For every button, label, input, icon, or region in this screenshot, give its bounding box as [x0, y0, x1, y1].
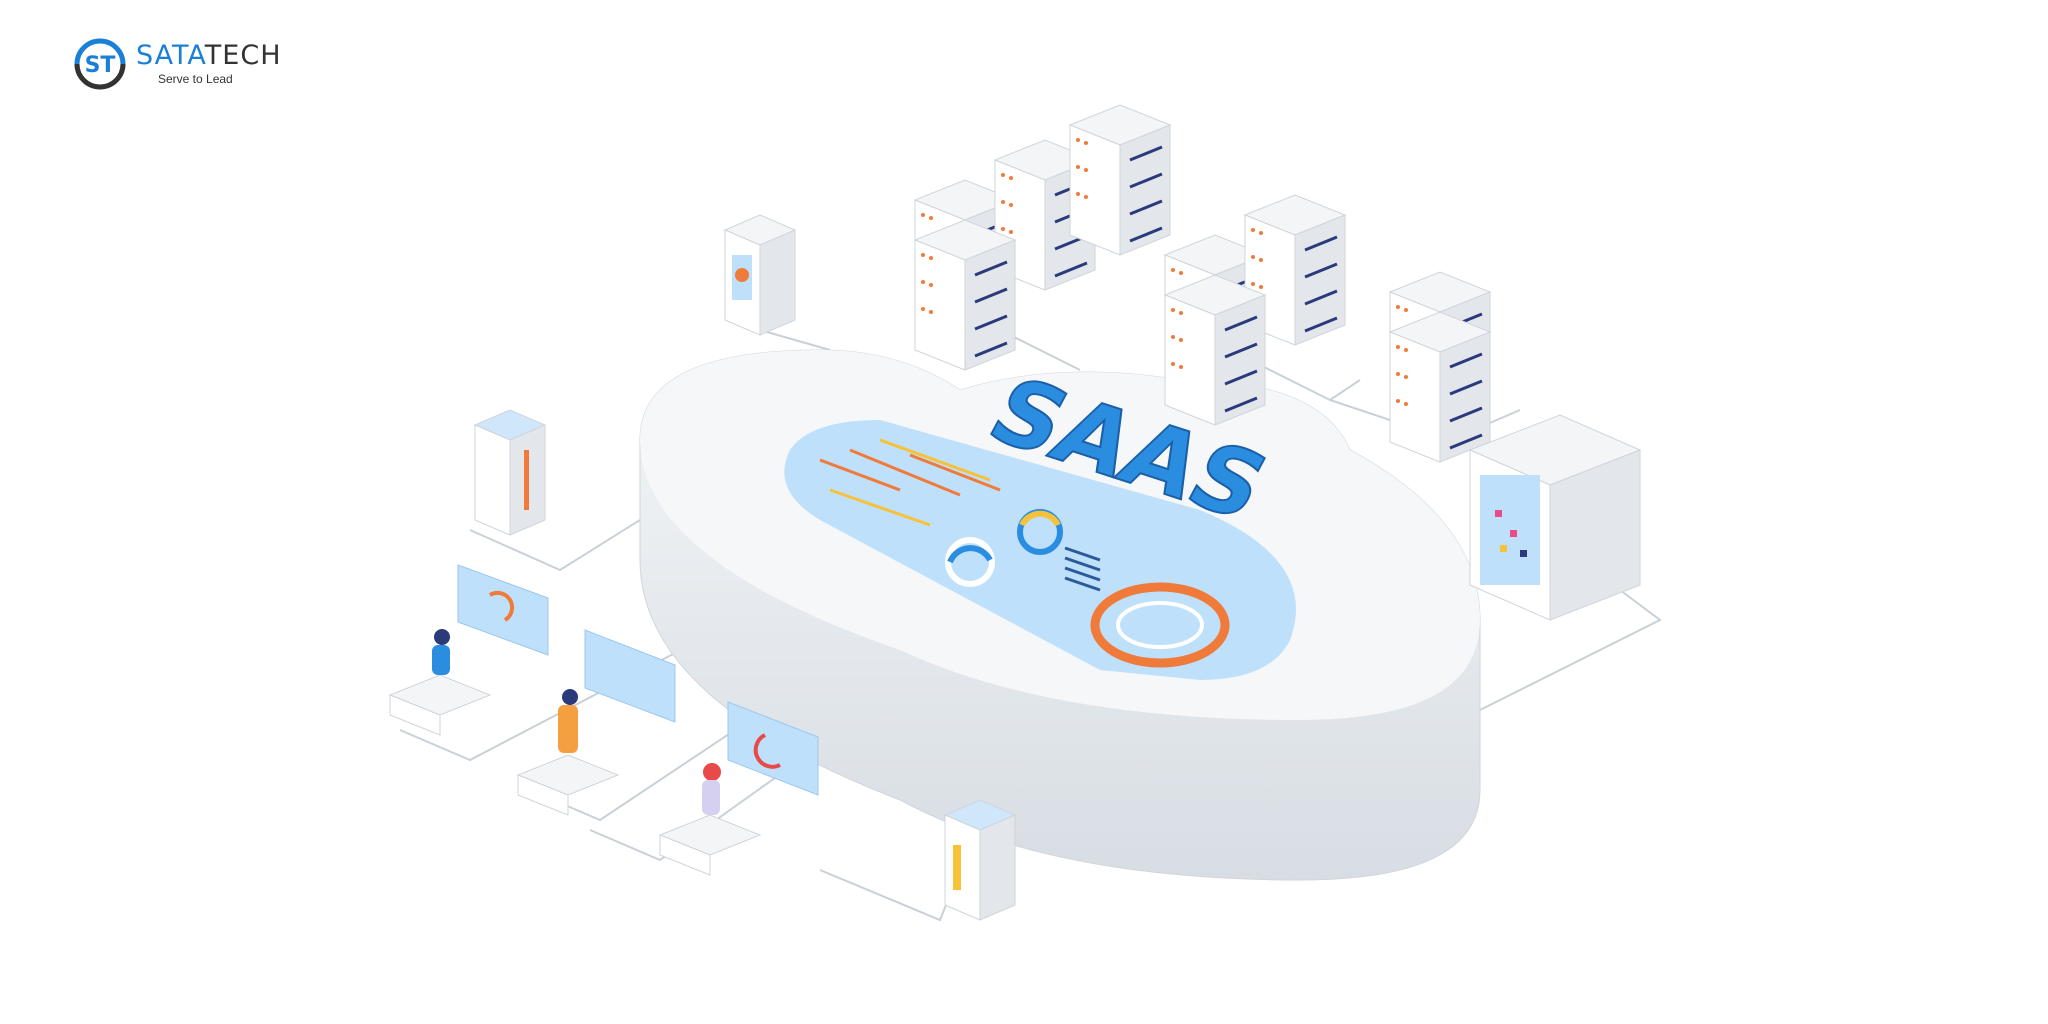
- server-rack: [1388, 310, 1492, 464]
- brand-name: SATATECH: [136, 42, 282, 70]
- server-rack: [1068, 103, 1172, 257]
- st-monogram-icon: ST: [74, 38, 126, 90]
- large-server: [1468, 414, 1642, 621]
- satatech-logo: ST SATATECH Serve to Lead: [74, 38, 282, 90]
- tower-server: [723, 214, 797, 336]
- server-rack: [913, 218, 1017, 372]
- svg-text:ST: ST: [85, 53, 116, 78]
- brand-name-part1: SATA: [136, 40, 205, 71]
- server-rack: [1163, 273, 1267, 427]
- tower-server: [943, 799, 1017, 921]
- user-workstation: [658, 701, 819, 876]
- tower-server: [473, 409, 547, 536]
- tagline: Serve to Lead: [158, 72, 233, 86]
- ring-chart-icon: [1090, 582, 1230, 668]
- cloud: SAAS: [639, 349, 1481, 881]
- user-workstation: [516, 629, 676, 816]
- user-workstation: [388, 564, 549, 736]
- brand-name-part2: TECH: [204, 40, 282, 71]
- bar-lines: [819, 438, 1001, 527]
